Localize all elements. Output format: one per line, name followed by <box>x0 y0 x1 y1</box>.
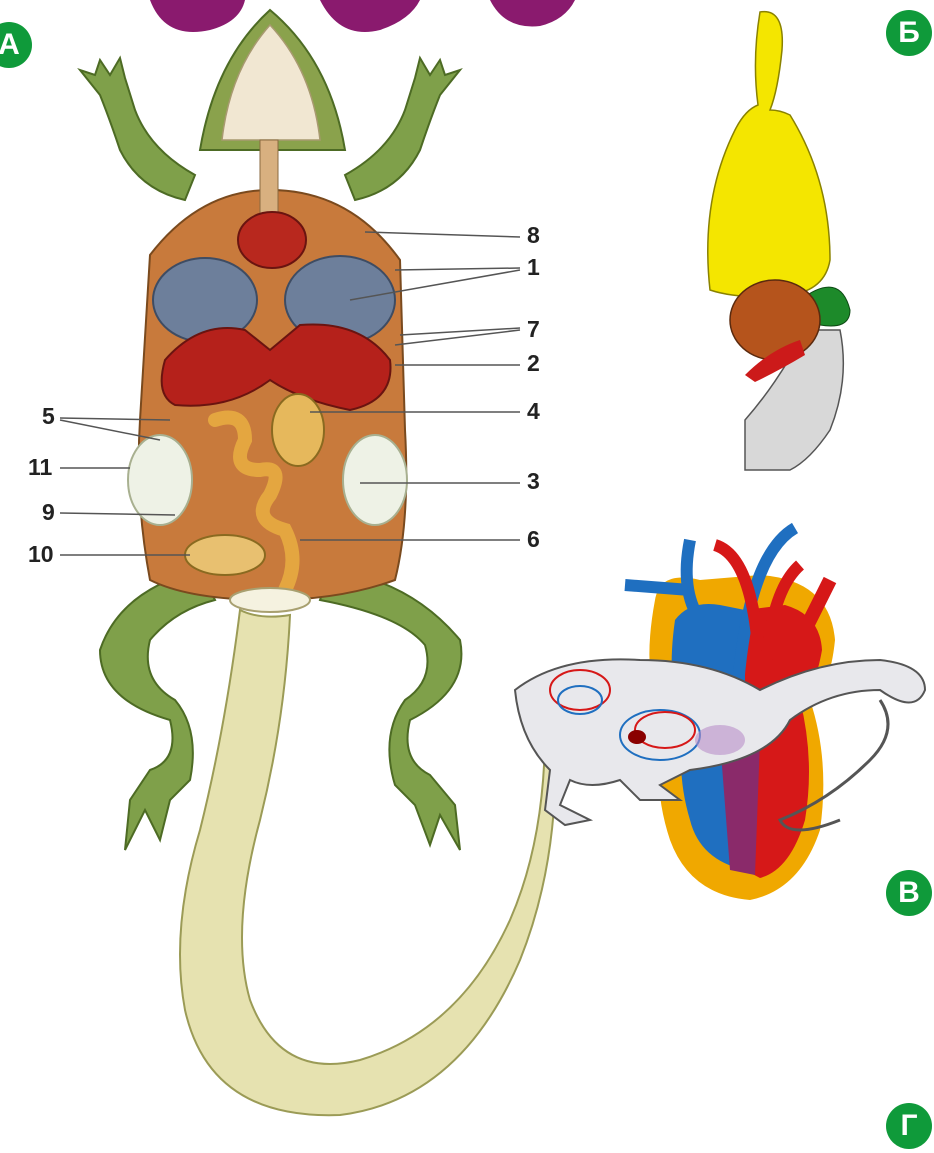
tail <box>180 610 556 1115</box>
title-fragment-2 <box>320 0 420 32</box>
callout-6: 6 <box>527 528 540 551</box>
callout-7: 7 <box>527 318 540 341</box>
callout-2: 2 <box>527 352 540 375</box>
title-fragment <box>150 0 245 32</box>
mouth-open <box>222 25 320 140</box>
callout-5: 5 <box>42 405 55 428</box>
left-foreleg <box>80 58 195 200</box>
cloaca <box>230 588 310 612</box>
brain-diagram <box>708 12 850 470</box>
right-hind-leg <box>320 570 461 850</box>
stomach <box>272 394 324 466</box>
callout-10: 10 <box>28 543 54 566</box>
panel-badge-g: Г <box>886 1103 932 1149</box>
forebrain <box>708 12 830 297</box>
fat-body-left <box>128 435 192 525</box>
right-foreleg <box>345 58 460 200</box>
callout-3: 3 <box>527 470 540 493</box>
callout-4: 4 <box>527 400 540 423</box>
lizard-dissection <box>80 10 556 1115</box>
panel-badge-v: В <box>886 870 932 916</box>
organ-purple <box>695 725 745 755</box>
callout-8: 8 <box>527 224 540 247</box>
title-fragment-3 <box>490 0 575 26</box>
heart-dot <box>628 730 646 744</box>
vena-cava-left <box>625 585 690 590</box>
callout-1: 1 <box>527 256 540 279</box>
callout-9: 9 <box>42 501 55 524</box>
fat-body-right <box>343 435 407 525</box>
callout-11: 11 <box>28 456 52 479</box>
left-hind-leg <box>100 570 215 850</box>
kidney <box>185 535 265 575</box>
midbrain <box>730 280 820 360</box>
panel-badge-b: Б <box>886 10 932 56</box>
heart <box>238 212 306 268</box>
